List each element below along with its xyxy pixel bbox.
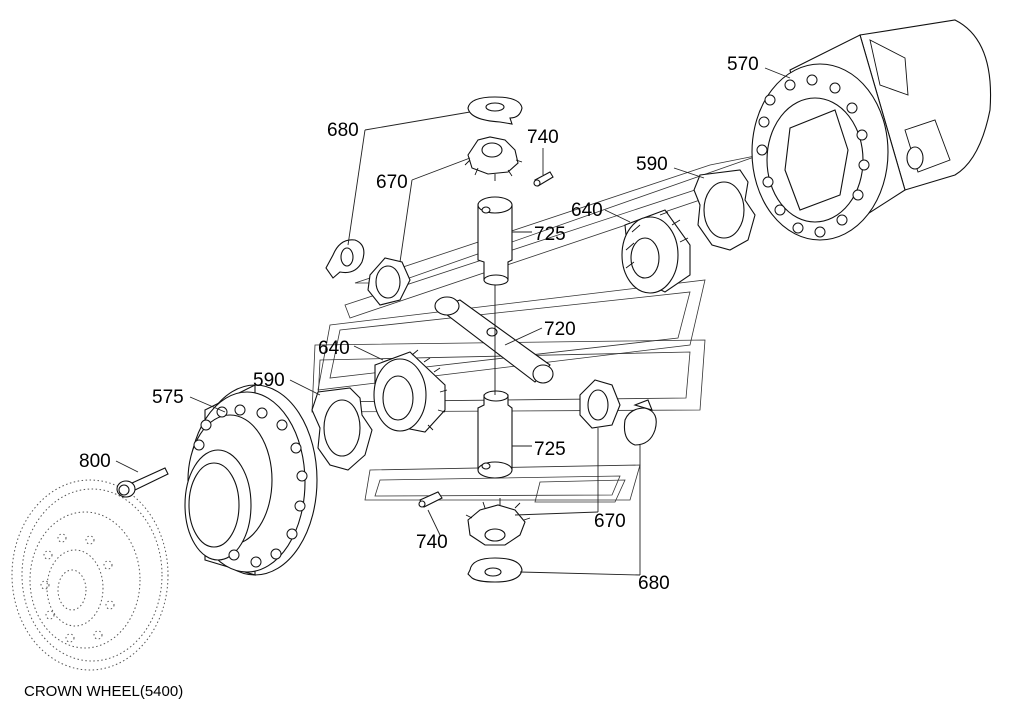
washer-680-top xyxy=(467,96,523,125)
washer-680-left xyxy=(325,239,365,279)
pin-740-bottom xyxy=(418,491,443,508)
pinion-gear-670-bottom xyxy=(465,498,531,546)
pinion-gear-670-top xyxy=(464,136,523,181)
caption-crown-wheel: CROWN WHEEL(5400) xyxy=(24,683,183,700)
washer-680-bottom xyxy=(467,557,523,583)
label-570: 570 xyxy=(727,54,759,75)
label-640-left: 640 xyxy=(318,338,350,359)
carrier-housing-575 xyxy=(184,384,318,576)
pinion-gear-670-right xyxy=(579,379,621,429)
label-590-right: 590 xyxy=(636,154,668,175)
pinion-shaft-725-top xyxy=(477,196,513,286)
part-labels: 570 680 740 670 590 640 725 720 640 590 … xyxy=(79,54,759,594)
label-740-top: 740 xyxy=(527,127,559,148)
label-725-bottom: 725 xyxy=(534,439,566,460)
reference-planes xyxy=(311,154,761,503)
label-670-top: 670 xyxy=(376,172,408,193)
pinion-gear-670-left xyxy=(367,257,411,306)
label-575: 575 xyxy=(152,387,184,408)
label-680-top: 680 xyxy=(327,120,359,141)
housing-570 xyxy=(751,19,992,241)
side-gear-640-right xyxy=(621,209,691,294)
thrust-washer-590-left xyxy=(311,387,373,471)
thrust-washer-590-right xyxy=(693,169,756,251)
pinion-shaft-725-bottom xyxy=(477,390,513,479)
label-725-top: 725 xyxy=(534,224,566,245)
crown-wheel xyxy=(11,479,169,671)
side-gear-640-left xyxy=(373,349,448,433)
label-640-right: 640 xyxy=(571,200,603,221)
pin-740-top xyxy=(533,171,554,187)
washer-680-right xyxy=(623,399,657,446)
label-740-bottom: 740 xyxy=(416,532,448,553)
leader-lines xyxy=(115,67,791,576)
label-800: 800 xyxy=(79,451,111,472)
label-670-bottom: 670 xyxy=(594,511,626,532)
bolt-800 xyxy=(116,467,169,498)
label-720: 720 xyxy=(544,319,576,340)
cross-shaft-720 xyxy=(434,296,554,384)
label-680-bottom: 680 xyxy=(638,573,670,594)
label-590-left: 590 xyxy=(253,370,285,391)
